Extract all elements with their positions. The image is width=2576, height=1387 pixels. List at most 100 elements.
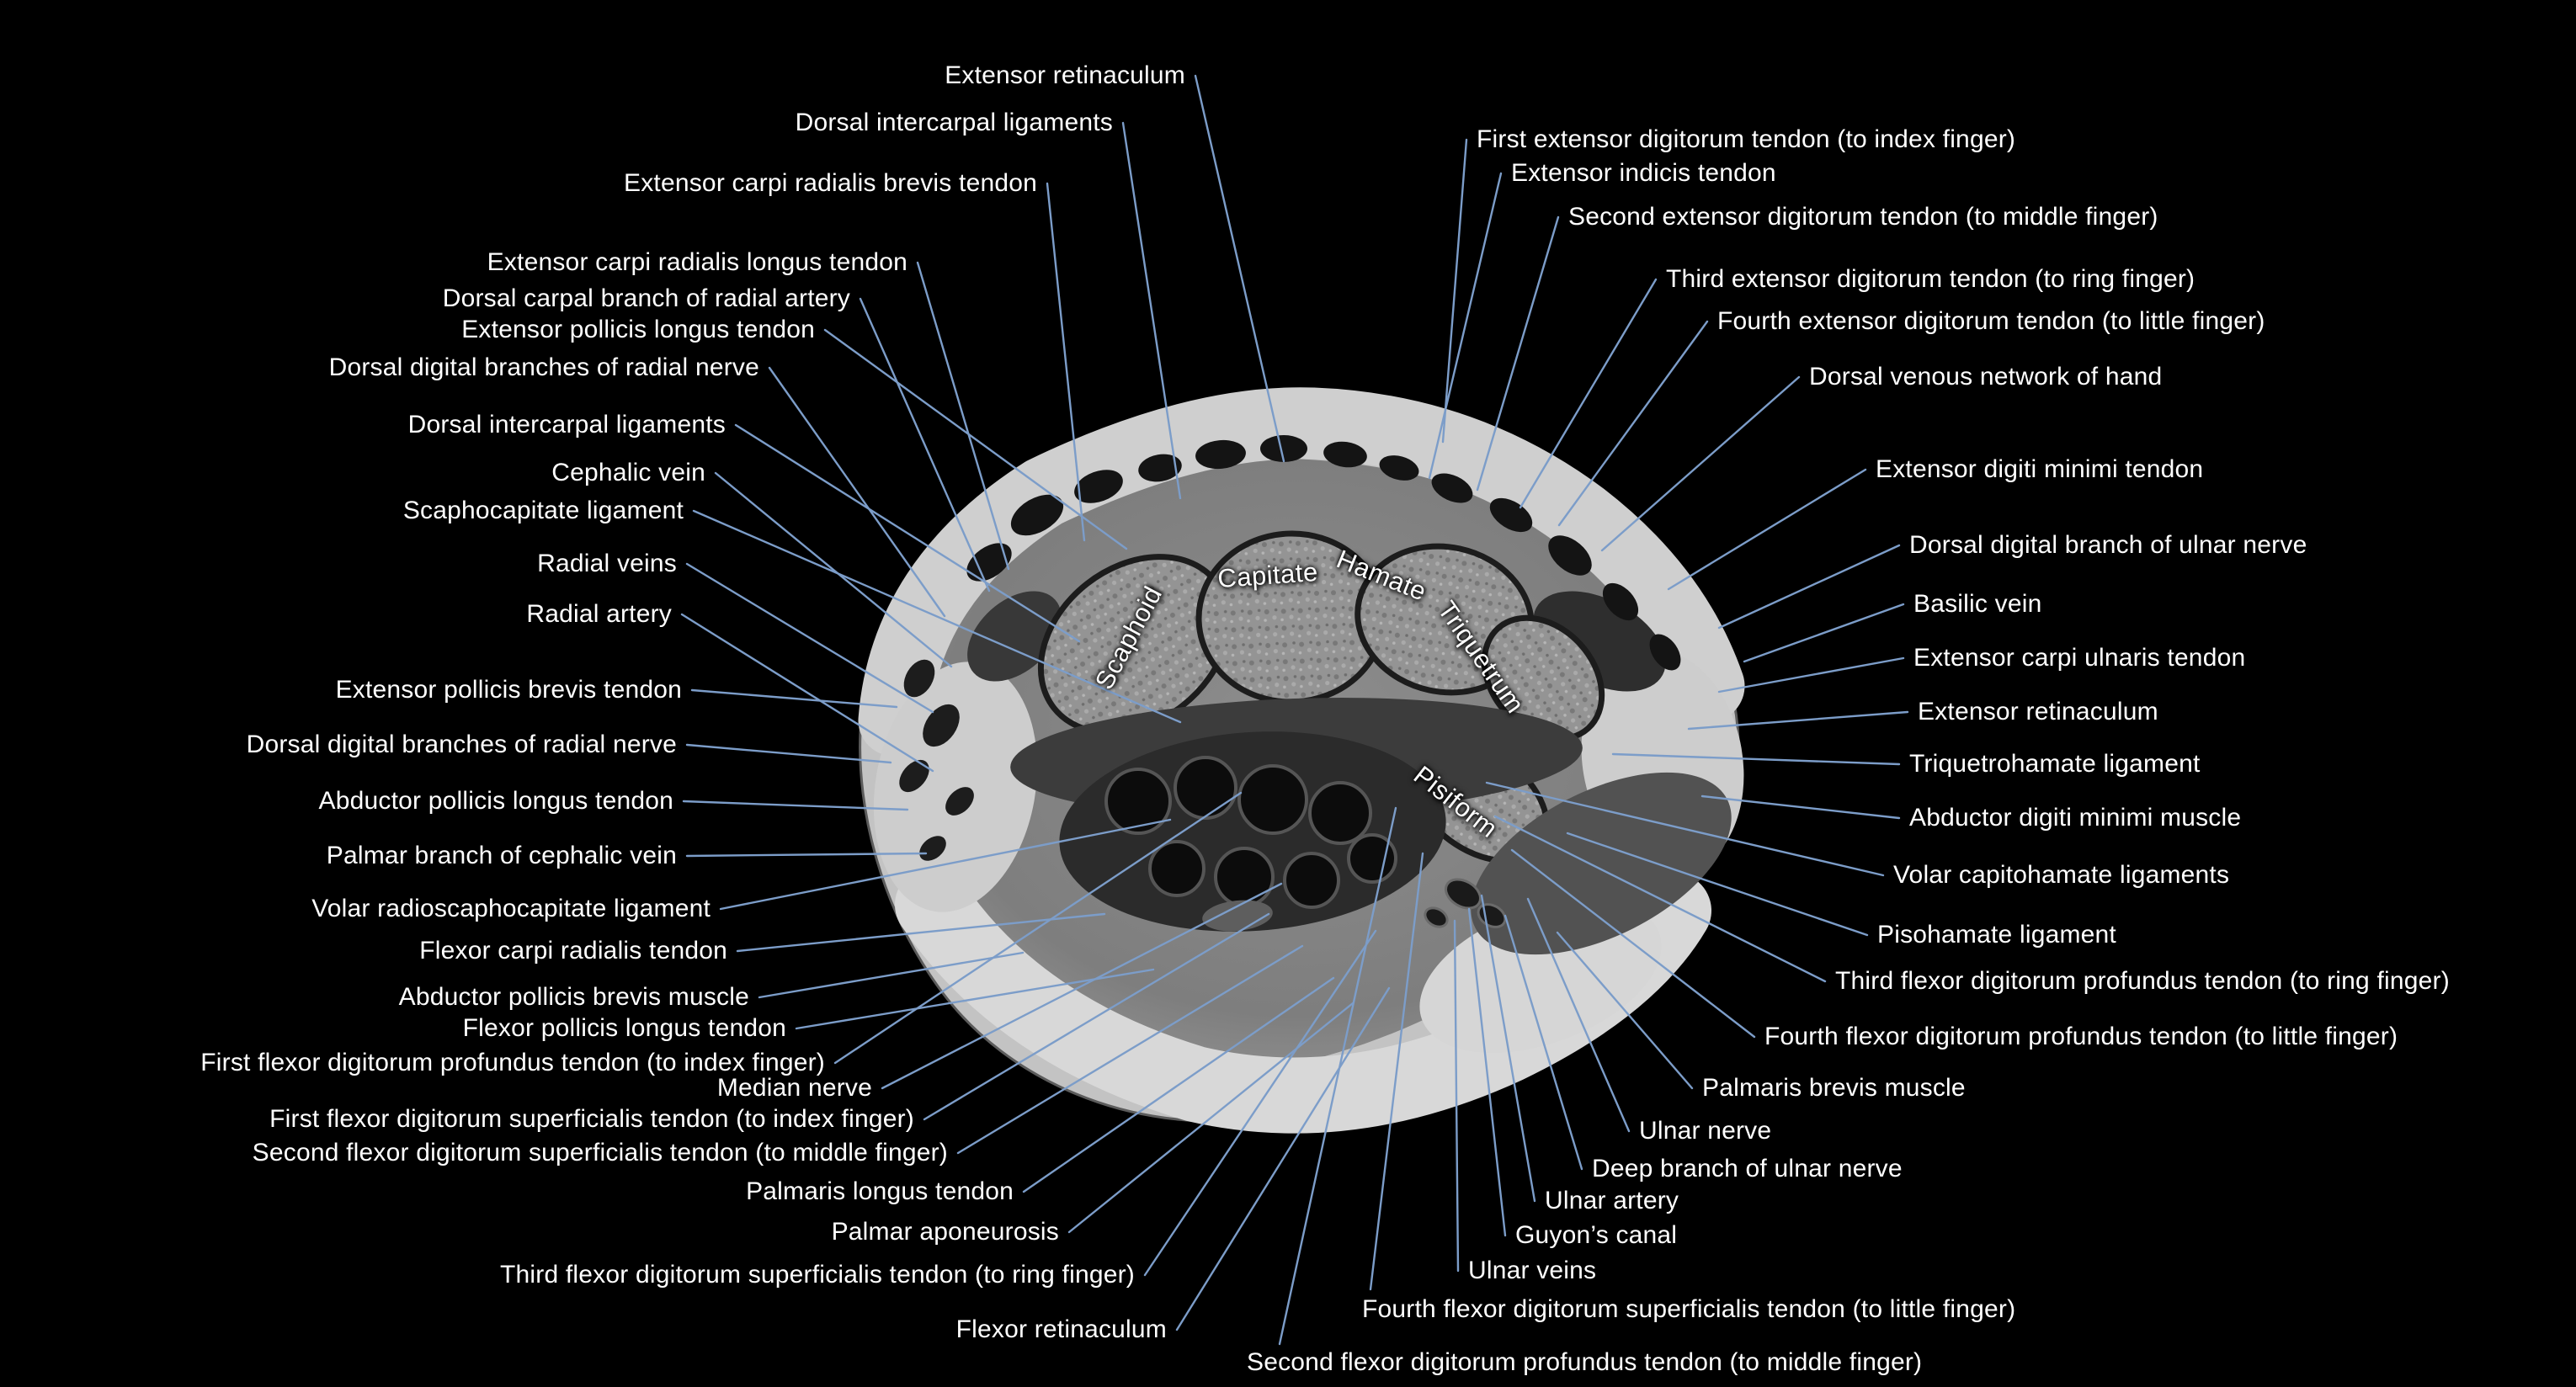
leader-line: [1022, 976, 1335, 1193]
anatomy-label: Third flexor digitorum superficialis ten…: [500, 1261, 1135, 1289]
leader-line: [956, 944, 1304, 1155]
anatomy-label: Dorsal intercarpal ligaments: [795, 109, 1113, 136]
leader-line: [1453, 919, 1460, 1273]
leader-line: [692, 509, 1182, 724]
leader-line: [1441, 138, 1468, 444]
leader-line: [1600, 375, 1801, 552]
anatomy-label: Fourth flexor digitorum profundus tendon…: [1764, 1023, 2398, 1050]
leader-line: [923, 912, 1270, 1121]
hypothenar-muscle: [1471, 772, 1732, 955]
leader-line: [1143, 929, 1377, 1277]
median-nerve-oval: [1202, 900, 1273, 932]
anatomy-label: Dorsal digital branches of radial nerve: [328, 353, 759, 381]
radial-fat-pocket: [873, 662, 1038, 912]
leader-line: [859, 297, 991, 593]
anatomy-label: Triquetrohamate ligament: [1909, 750, 2201, 778]
leader-line: [881, 882, 1283, 1090]
anatomy-label: Basilic vein: [1913, 590, 2042, 618]
anatomy-label: Dorsal carpal branch of radial artery: [442, 284, 850, 312]
leader-line: [1687, 710, 1909, 731]
leader-line: [685, 852, 928, 858]
anatomy-label: Ulnar artery: [1545, 1187, 1679, 1214]
leader-line: [719, 818, 1172, 911]
anatomy-label: Volar radioscaphocapitate ligament: [311, 895, 711, 922]
anatomy-label: Flexor pollicis longus tendon: [462, 1014, 786, 1042]
leader-line: [1557, 320, 1709, 527]
anatomy-label: Extensor digiti minimi tendon: [1876, 455, 2204, 483]
anatomy-label: Palmaris longus tendon: [746, 1177, 1014, 1205]
leader-line: [682, 800, 909, 811]
anatomy-label: Extensor carpi radialis brevis tendon: [624, 169, 1037, 197]
anatomy-label: Extensor pollicis brevis tendon: [335, 676, 682, 704]
leader-lines: [680, 74, 1909, 1346]
leader-line: [1493, 815, 1827, 983]
leader-line: [736, 912, 1106, 953]
anatomy-label: First flexor digitorum superficialis ten…: [269, 1105, 914, 1133]
anatomy-label: Deep branch of ulnar nerve: [1592, 1155, 1903, 1182]
leader-line: [1428, 172, 1503, 480]
anatomy-label: Dorsal intercarpal ligaments: [407, 411, 726, 438]
leader-line: [1526, 897, 1631, 1133]
leader-line: [1700, 794, 1901, 820]
dorsal-fat-band: [858, 387, 1745, 757]
anatomy-label: First flexor digitorum profundus tendon …: [200, 1049, 825, 1076]
anatomy-label: Extensor retinaculum: [945, 61, 1185, 89]
leader-line: [768, 366, 946, 618]
anatomy-label: Extensor carpi ulnaris tendon: [1913, 644, 2246, 672]
leader-line: [685, 743, 892, 764]
anatomy-label: Ulnar nerve: [1639, 1117, 1772, 1145]
leader-line: [1667, 468, 1867, 591]
leader-line: [916, 261, 1010, 571]
anatomy-label: Dorsal venous network of hand: [1809, 363, 2163, 391]
anatomy-label: Dorsal digital branch of ulnar nerve: [1909, 531, 2307, 559]
anatomy-label: Guyon’s canal: [1515, 1221, 1678, 1249]
leader-line: [1476, 215, 1560, 492]
anatomy-label: Fourth flexor digitorum superficialis te…: [1362, 1295, 2016, 1323]
leader-line: [1121, 121, 1182, 500]
leader-line: [1743, 603, 1905, 663]
anatomy-label: Flexor retinaculum: [955, 1315, 1167, 1343]
leader-line: [1480, 894, 1536, 1203]
anatomy-label: Ulnar veins: [1468, 1257, 1597, 1284]
leader-line: [833, 791, 1243, 1065]
leader-line: [823, 328, 1128, 550]
anatomy-label: Dorsal digital branches of radial nerve: [246, 731, 677, 758]
leader-line: [1566, 832, 1869, 937]
leader-line: [680, 613, 934, 773]
anatomy-label: Third extensor digitorum tendon (to ring…: [1666, 265, 2195, 293]
leader-line: [714, 471, 953, 668]
leader-line: [1717, 656, 1905, 694]
leader-line: [734, 423, 1081, 643]
mri-cross-section: [858, 387, 1745, 1134]
leader-line: [1046, 182, 1086, 542]
anatomy-label: Flexor carpi radialis tendon: [419, 937, 727, 965]
anatomy-label: Second extensor digitorum tendon (to mid…: [1568, 203, 2158, 231]
carpal-tunnel: [1059, 731, 1446, 932]
anatomy-label: Palmaris brevis muscle: [1702, 1074, 1966, 1102]
leader-line: [685, 562, 934, 714]
anatomy-label: Second flexor digitorum profundus tendon…: [1247, 1348, 1923, 1376]
radial-recess: [967, 591, 1062, 682]
anatomy-label: Scaphocapitate ligament: [402, 497, 684, 524]
anatomy-label: First extensor digitorum tendon (to inde…: [1477, 125, 2016, 153]
leader-line: [1504, 914, 1583, 1171]
anatomy-label: Cephalic vein: [551, 459, 705, 486]
anatomy-label: Second flexor digitorum superficialis te…: [252, 1139, 948, 1166]
anatomy-label: Median nerve: [716, 1074, 872, 1102]
leader-line: [1510, 848, 1756, 1039]
anatomy-label: Extensor retinaculum: [1918, 698, 2158, 725]
anatomy-label: Volar capitohamate ligaments: [1893, 861, 2230, 889]
anatomy-label: Palmar aponeurosis: [831, 1218, 1059, 1246]
anatomy-label: Extensor indicis tendon: [1511, 159, 1776, 187]
leader-line: [1485, 781, 1885, 877]
anatomy-label: Extensor pollicis longus tendon: [461, 316, 815, 343]
anatomy-label: Radial artery: [526, 600, 672, 628]
leader-line: [1369, 852, 1424, 1291]
leader-line: [1278, 806, 1397, 1346]
leader-line: [690, 688, 898, 709]
leader-line: [1717, 544, 1901, 630]
leader-line: [1067, 1002, 1355, 1234]
anatomy-label: Extensor carpi radialis longus tendon: [487, 248, 907, 276]
radial-vessel-dots: [899, 659, 974, 861]
